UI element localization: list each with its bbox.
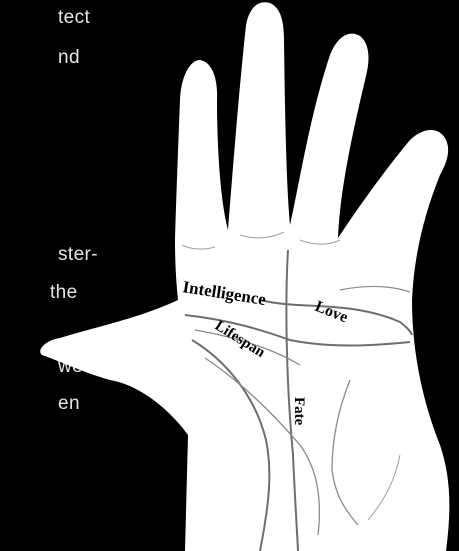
hand-silhouette: [40, 2, 449, 551]
label-fate: Fate: [291, 397, 307, 426]
